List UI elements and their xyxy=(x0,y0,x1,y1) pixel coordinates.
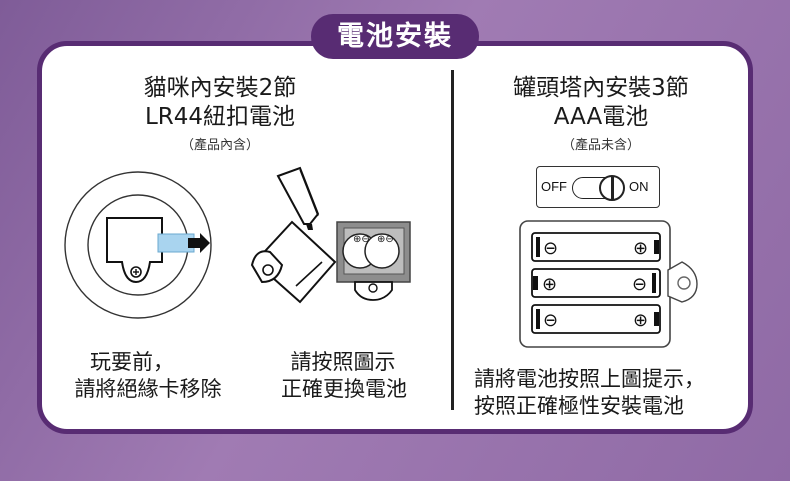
power-switch: OFF ON xyxy=(536,166,660,208)
svg-text:⊕: ⊕ xyxy=(633,238,648,259)
left-title-line2: LR44紐扣電池 xyxy=(144,104,296,130)
battery-holder: ⊕⊖ ⊕⊖ xyxy=(336,221,411,301)
section-title: 電池安裝 xyxy=(311,14,479,59)
svg-text:⊕: ⊕ xyxy=(633,310,648,331)
battery-door xyxy=(250,220,337,304)
left-caption1-line1: 玩要前， xyxy=(90,350,174,374)
right-caption-line2: 按照正確極性安裝電池 xyxy=(474,394,684,418)
battery-cover xyxy=(106,217,163,284)
screwdriver-icon xyxy=(276,166,320,230)
pull-arrow-icon xyxy=(188,233,210,253)
svg-text:⊕⊖: ⊕⊖ xyxy=(353,234,370,245)
left-caption1-line2: 請將絕緣卡移除 xyxy=(74,377,222,401)
switch-knob xyxy=(599,175,625,201)
column-divider xyxy=(451,70,454,410)
svg-text:⊖: ⊖ xyxy=(543,310,558,331)
right-caption-line1: 請將電池按照上圖提示， xyxy=(474,367,705,391)
right-title-line2: AAA電池 xyxy=(553,104,649,130)
aaa-battery-2: ⊕ ⊖ xyxy=(531,268,661,298)
svg-text:⊕⊖: ⊕⊖ xyxy=(377,234,394,245)
left-caption2-line2: 正確更換電池 xyxy=(281,377,407,401)
aaa-battery-1: ⊖ ⊕ xyxy=(531,232,661,262)
svg-text:⊕: ⊕ xyxy=(542,274,557,295)
svg-text:⊖: ⊖ xyxy=(632,274,647,295)
left-caption2-line1: 請按照圖示 xyxy=(290,350,396,374)
left-title-line1: 貓咪內安裝2節 xyxy=(143,75,297,101)
right-title-line1: 罐頭塔內安裝3節 xyxy=(513,75,689,101)
tray-screw-hole xyxy=(677,276,691,290)
svg-text:⊖: ⊖ xyxy=(543,238,558,259)
switch-on-label: ON xyxy=(629,179,649,194)
left-note: （產品內含） xyxy=(180,138,259,153)
aaa-battery-3: ⊖ ⊕ xyxy=(531,304,661,334)
switch-off-label: OFF xyxy=(541,179,567,194)
right-note: （產品未含） xyxy=(561,138,640,153)
